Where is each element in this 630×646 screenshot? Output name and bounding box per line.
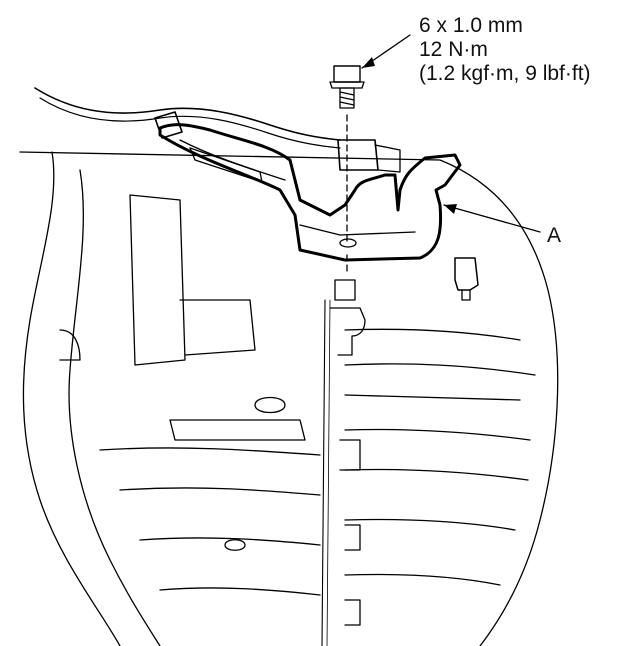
right-tab-3 bbox=[344, 599, 361, 626]
callout-a-leader bbox=[443, 204, 541, 233]
bracket-bolt-hole bbox=[339, 238, 357, 248]
callout-a-label: A bbox=[547, 224, 562, 247]
cast-rib-2 bbox=[179, 299, 256, 356]
bracket-a bbox=[158, 123, 462, 262]
right-rib-5 bbox=[344, 468, 529, 481]
housing-seam bbox=[321, 299, 326, 646]
right-tab-1 bbox=[339, 439, 361, 471]
transmission-housing-outline bbox=[19, 151, 559, 646]
right-rib-7 bbox=[344, 573, 501, 586]
torque-nm-label: 12 N·m bbox=[419, 38, 488, 61]
harness-cable-inner bbox=[39, 97, 341, 149]
housing-stud bbox=[334, 279, 356, 301]
cast-ridge-3 bbox=[139, 537, 321, 546]
housing-inner-left bbox=[68, 169, 161, 646]
spec-leader-arrowhead bbox=[362, 57, 375, 68]
housing-left-edge bbox=[22, 151, 121, 646]
harness-cable bbox=[34, 87, 341, 141]
housing-seam-inner bbox=[326, 299, 331, 646]
torque-alt-label: (1.2 kgf·m, 9 lbf·ft) bbox=[419, 62, 591, 85]
callout-a-arrowhead bbox=[444, 204, 457, 214]
right-tab-2 bbox=[344, 524, 361, 551]
harness-connector-2 bbox=[374, 144, 401, 173]
cast-ridge-1 bbox=[99, 447, 321, 456]
housing-stud-flange bbox=[329, 307, 366, 356]
right-rib-6 bbox=[344, 518, 516, 531]
bracket-slot bbox=[189, 147, 263, 183]
right-rib-1 bbox=[344, 328, 521, 341]
right-rib-4 bbox=[344, 428, 531, 441]
cast-boss bbox=[254, 396, 286, 414]
sensor-connector bbox=[454, 257, 479, 291]
right-rib-3 bbox=[344, 394, 521, 401]
bolt-size-label: 6 x 1.0 mm bbox=[419, 14, 523, 37]
flange-bolt bbox=[329, 65, 365, 109]
cast-ridge-2 bbox=[119, 487, 321, 496]
harness-connector bbox=[337, 139, 379, 171]
cast-boss-2 bbox=[224, 539, 246, 551]
cast-rib-3 bbox=[59, 329, 81, 361]
sensor-connector-pin bbox=[461, 289, 471, 301]
cast-rib-1 bbox=[129, 194, 186, 366]
cast-ridge-4 bbox=[159, 587, 321, 596]
right-rib-2 bbox=[344, 363, 536, 376]
cast-rib-4 bbox=[169, 419, 306, 441]
